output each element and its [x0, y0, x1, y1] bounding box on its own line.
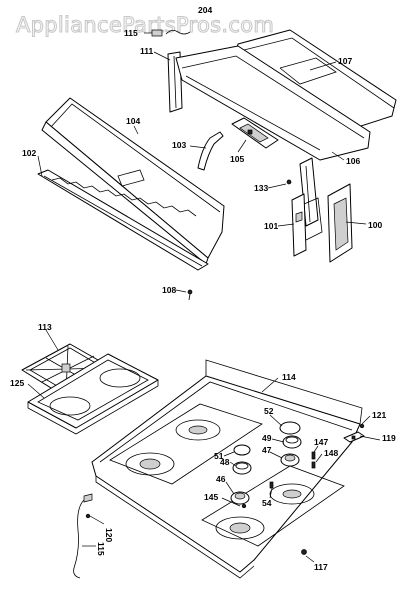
burner-cap-49 — [282, 435, 302, 449]
callout-48: 48 — [220, 457, 230, 467]
trim-strip-102 — [37, 169, 209, 271]
callout-148: 148 — [324, 448, 338, 458]
backsplash-104 — [41, 97, 225, 265]
callout-101: 101 — [264, 221, 278, 231]
screw-117 — [301, 549, 307, 555]
callout-121: 121 — [372, 410, 386, 420]
callout-51: 51 — [214, 451, 224, 461]
screw-145 — [241, 503, 247, 509]
ground-wire-115 — [73, 493, 93, 579]
callout-120: 120 — [104, 528, 114, 542]
callout-103: 103 — [172, 140, 186, 150]
callout-106: 106 — [346, 156, 360, 166]
electrode-147 — [311, 451, 316, 460]
callout-47: 47 — [262, 445, 272, 455]
screw-120 — [85, 513, 91, 519]
callout-115-bottom: 115 — [96, 542, 106, 556]
callout-104: 104 — [126, 116, 140, 126]
callout-133: 133 — [254, 183, 268, 193]
callout-54: 54 — [262, 498, 272, 508]
screw-121 — [359, 423, 365, 429]
drip-pan-125 — [27, 353, 159, 435]
callout-100: 100 — [368, 220, 382, 230]
callout-46: 46 — [216, 474, 226, 484]
strap-103 — [197, 131, 224, 171]
callout-49: 49 — [262, 433, 272, 443]
end-panel-100 — [327, 183, 353, 263]
callout-114: 114 — [282, 372, 296, 382]
callout-52: 52 — [264, 406, 274, 416]
electrode-54 — [269, 481, 274, 489]
leader-lines — [27, 32, 381, 563]
hold-down-clip-119 — [343, 431, 365, 443]
clock-timer-105 — [231, 117, 279, 149]
callout-125: 125 — [10, 378, 24, 388]
burner-cap-48 — [232, 461, 252, 475]
callout-105: 105 — [230, 154, 244, 164]
callout-204: 204 — [198, 5, 212, 15]
electrode-148 — [311, 461, 316, 469]
callout-111: 111 — [140, 46, 154, 56]
callout-145: 145 — [204, 492, 218, 502]
callout-115-top: 115 — [124, 28, 138, 38]
burner-cap-51 — [233, 444, 251, 456]
burner-head-47 — [280, 453, 300, 467]
callout-labels: 204 115 111 107 104 103 105 102 106 133 … — [10, 5, 396, 572]
screw-133 — [286, 179, 292, 185]
callout-108: 108 — [162, 285, 176, 295]
screw-108 — [187, 289, 193, 301]
callout-107: 107 — [338, 56, 352, 66]
callout-119: 119 — [382, 433, 396, 443]
backguard-panel — [175, 45, 371, 161]
callout-147: 147 — [314, 437, 328, 447]
burner-head-46 — [230, 491, 250, 505]
end-bracket-101 — [291, 193, 323, 257]
watermark: AppliancePartsPros.com — [16, 13, 274, 37]
callout-102: 102 — [22, 148, 36, 158]
callout-113: 113 — [38, 322, 52, 332]
callout-117: 117 — [314, 562, 328, 572]
burner-cap-52 — [279, 421, 301, 435]
